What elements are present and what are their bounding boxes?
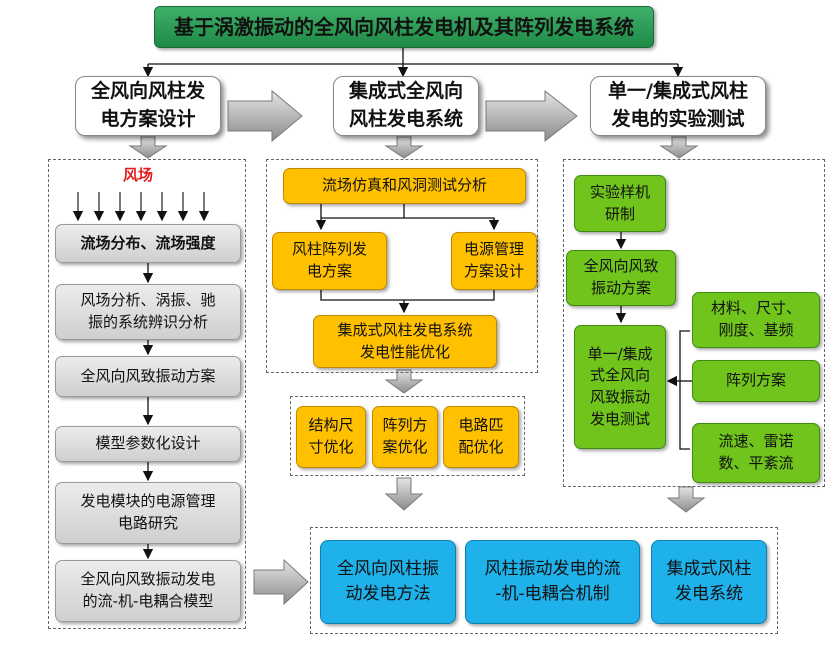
- header-arrow-1: [227, 89, 303, 143]
- output-panel: [310, 527, 778, 634]
- down-arrow-right-2: [666, 486, 706, 513]
- circuit-optimization-box: 电路匹 配优化: [443, 406, 519, 468]
- mechanism-output-box: 风柱振动发电的流 -机-电耦合机制: [465, 540, 640, 624]
- mid-panel: [266, 159, 538, 373]
- page-title: 基于涡激振动的全风向风柱发电机及其阵列发电系统: [154, 6, 654, 48]
- vibration-test-box: 单一/集成 式全风向 风致振动 发电测试: [574, 325, 666, 449]
- vibration-scheme-box: 全风向风致振动方案: [55, 356, 241, 397]
- down-arrow-right: [659, 136, 699, 159]
- system-output-box: 集成式风柱 发电系统: [651, 540, 767, 624]
- performance-optimization-box: 集成式风柱发电系统 发电性能优化: [313, 315, 497, 368]
- parametric-design-box: 模型参数化设计: [55, 426, 241, 462]
- coupling-model-box: 全风向风致振动发电 的流-机-电耦合模型: [55, 560, 241, 622]
- wind-arrows: [72, 192, 210, 222]
- flow-conditions-box: 流速、雷诺 数、平紊流: [692, 423, 820, 483]
- method-output-box: 全风向风柱振 动发电方法: [320, 540, 456, 624]
- left-to-output-arrow: [253, 558, 309, 606]
- down-arrow-mid-2: [384, 369, 424, 394]
- down-arrow-left: [128, 136, 168, 159]
- down-arrow-mid: [384, 136, 424, 159]
- title-connectors: [142, 48, 684, 78]
- optimization-panel: [290, 396, 525, 476]
- header-arrow-2: [485, 89, 578, 143]
- power-scheme-box: 电源管理 方案设计: [451, 232, 537, 290]
- header-integrated-system: 集成式全风向 风柱发电系统: [333, 76, 479, 136]
- power-management-box: 发电模块的电源管理 电路研究: [55, 482, 241, 544]
- prototype-box: 实验样机 研制: [574, 175, 666, 232]
- array-scheme-box: 风柱阵列发 电方案: [272, 232, 387, 290]
- material-box: 材料、尺寸、 刚度、基频: [692, 292, 820, 348]
- header-scheme-design: 全风向风柱发 电方案设计: [75, 76, 221, 136]
- right-flow-arrows: [615, 232, 692, 450]
- array-optimization-box: 阵列方 案优化: [372, 406, 438, 468]
- left-panel: [48, 159, 246, 629]
- simulation-box: 流场仿真和风洞测试分析: [283, 168, 526, 204]
- structure-optimization-box: 结构尺 寸优化: [296, 406, 366, 468]
- wind-analysis-box: 风场分析、涡振、驰 振的系统辨识分析: [55, 284, 241, 340]
- mid-flow-arrows: [315, 204, 500, 314]
- header-experiment-test: 单一/集成式风柱 发电的实验测试: [590, 76, 766, 136]
- right-panel: [563, 159, 825, 487]
- wind-vibration-scheme-box: 全风向风致 振动方案: [566, 250, 676, 306]
- array-scheme-test-box: 阵列方案: [692, 360, 820, 402]
- down-arrow-mid-3: [384, 477, 424, 511]
- wind-field-label: 风场: [123, 166, 154, 184]
- flow-field-box: 流场分布、流场强度: [55, 224, 241, 263]
